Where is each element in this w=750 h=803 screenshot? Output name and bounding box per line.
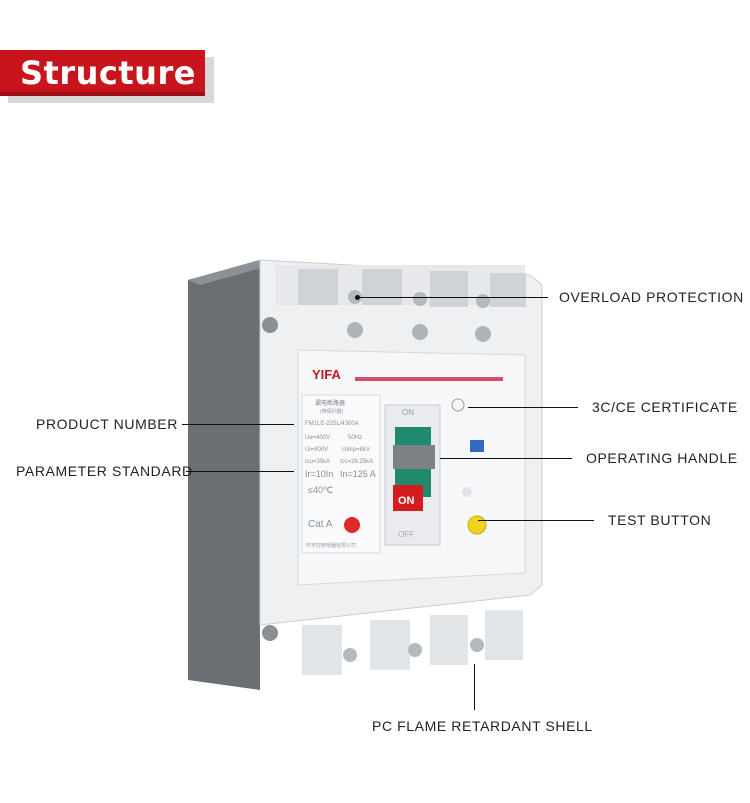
svg-text:OFF: OFF — [398, 530, 414, 539]
brand-logo: YIFA — [312, 367, 342, 382]
adjust-knob[interactable] — [462, 487, 472, 497]
svg-text:ON: ON — [402, 408, 414, 417]
callout-line — [358, 297, 548, 298]
svg-text:50Hz: 50Hz — [348, 435, 362, 441]
callout-shell: PC FLAME RETARDANT SHELL — [372, 718, 593, 734]
callout-line — [474, 664, 475, 710]
svg-text:ON: ON — [398, 495, 415, 507]
housing-side-panel — [188, 260, 260, 690]
brand-stripe — [355, 377, 503, 381]
test-button[interactable] — [467, 515, 487, 535]
circuit-breaker-illustration: YIFA 漏电断路器 (带保护器) FM1LE-225L/4300A Ue=40… — [188, 259, 543, 690]
bottom-terminals — [302, 610, 523, 675]
handle-window: ON ON OFF — [384, 404, 441, 546]
screw-icon — [262, 625, 278, 641]
page-title: Structure — [20, 54, 196, 92]
callout-operating-handle: OPERATING HANDLE — [586, 450, 738, 466]
model-number: FM1LE-225L/4300A — [305, 421, 359, 427]
svg-text:环宇控制电器有限公司: 环宇控制电器有限公司 — [306, 542, 356, 549]
svg-text:(带保护器): (带保护器) — [320, 408, 344, 415]
callout-parameter-standard: PARAMETER STANDARD — [16, 463, 193, 479]
callout-line — [182, 424, 294, 425]
on-indicator — [393, 485, 423, 511]
screw-icon — [262, 317, 278, 333]
svg-text:Icu=35kA: Icu=35kA — [305, 459, 330, 465]
svg-text:Ics=26.25kA: Ics=26.25kA — [340, 459, 373, 465]
callout-test-button: TEST BUTTON — [608, 512, 712, 528]
status-indicator — [344, 517, 360, 533]
svg-text:Uimp=8kV: Uimp=8kV — [342, 447, 370, 453]
svg-text:Cat A: Cat A — [308, 519, 333, 530]
callout-line — [440, 458, 572, 459]
svg-text:In=125 A: In=125 A — [340, 469, 376, 479]
callout-line — [468, 407, 578, 408]
header-banner: Structure — [0, 50, 205, 96]
setting-switch[interactable] — [470, 440, 484, 452]
svg-text:Ui=800V: Ui=800V — [305, 447, 328, 453]
callout-line — [186, 471, 294, 472]
svg-text:Ue=400V: Ue=400V — [305, 435, 330, 441]
callout-dot — [355, 295, 360, 300]
callout-product-number: PRODUCT NUMBER — [36, 416, 178, 432]
callout-line — [478, 520, 594, 521]
svg-text:Ir=10In: Ir=10In — [305, 469, 333, 479]
svg-text:≤40℃: ≤40℃ — [308, 485, 333, 495]
callout-overload-protection: OVERLOAD PROTECTION — [559, 289, 744, 305]
ccc-mark-icon — [451, 398, 465, 412]
top-terminals — [275, 265, 526, 342]
callout-certificate: 3C/CE CERTIFICATE — [592, 399, 738, 415]
svg-text:漏电断路器: 漏电断路器 — [315, 399, 345, 407]
rating-label: 漏电断路器 (带保护器) FM1LE-225L/4300A Ue=400V 50… — [301, 394, 381, 554]
operating-handle[interactable] — [393, 445, 435, 469]
